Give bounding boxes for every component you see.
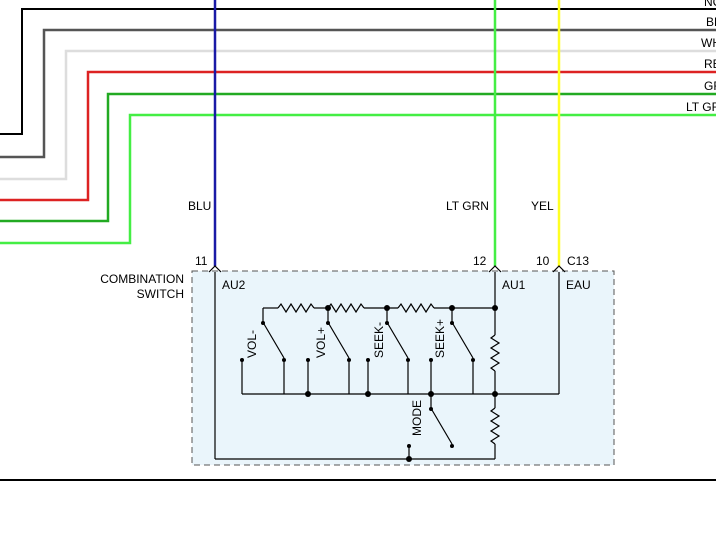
wire-red [0,70,716,202]
pin-eau: 10 [536,254,550,268]
edge-label-re: RE [704,57,716,71]
switch-label-mode: MODE [410,400,424,436]
internal-circuit [214,272,560,460]
wire-label-lt-grn: LT GRN [446,199,489,213]
junction-dots [305,305,498,462]
edge-label-bl: BL [706,15,716,29]
component-name-line1: COMBINATION [100,272,184,286]
switch-label-vol-minus: VOL- [245,330,259,358]
edge-label-nc: NC [704,0,716,9]
wire-label-blu: BLU [188,199,211,213]
edge-label-gr: GR [704,79,716,93]
wire-label-yel: YEL [531,199,554,213]
edge-label-lt-gr: LT GR [686,100,716,114]
edge-label-wh: WH [701,36,716,50]
terminal-caret-au1 [488,265,502,273]
terminal-caret-au2 [208,265,222,273]
terminal-label-au1: AU1 [502,278,526,292]
connector-label: C13 [567,254,589,268]
component-name-line2: SWITCH [137,287,184,301]
switch-label-seek-plus: SEEK+ [433,319,447,358]
switch-label-seek-minus: SEEK- [372,322,386,358]
wire-lt-green [0,113,716,245]
wire-black [0,8,716,135]
wire-gray [0,28,716,159]
combination-switch-box [191,270,615,466]
contact-dots [240,321,475,448]
terminal-caret-eau [552,265,566,273]
switch-label-vol-plus: VOL+ [314,327,328,358]
terminal-label-eau: EAU [566,278,591,292]
terminal-label-au2: AU2 [222,278,246,292]
wire-green [0,92,716,223]
wire-white [0,49,716,181]
pin-au1: 12 [473,254,487,268]
pin-au2: 11 [195,254,208,268]
